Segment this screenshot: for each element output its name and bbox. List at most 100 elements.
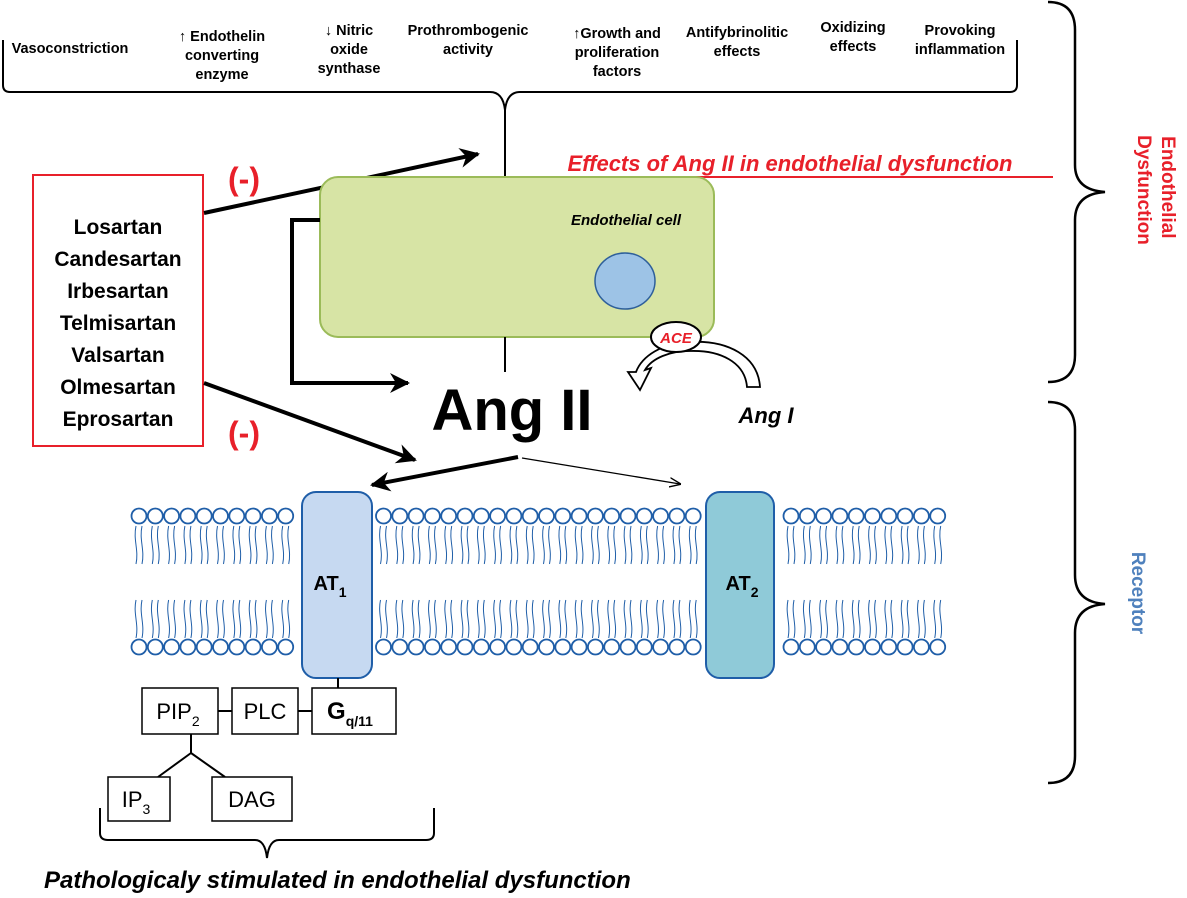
ace-enzyme (650, 321, 702, 353)
lipid-head (505, 507, 523, 525)
gq11-label: Gq/11 (327, 698, 373, 729)
lipid-tail (851, 599, 861, 639)
lipid-head (521, 638, 539, 656)
angii-to-at2-arrow (521, 457, 680, 484)
lipid-head (277, 638, 295, 656)
at2-receptor[interactable] (705, 491, 775, 679)
lipid-tail (525, 599, 535, 639)
lipid-tail (265, 599, 274, 639)
lipid-head (179, 507, 197, 525)
ace-label: ACE (659, 330, 693, 347)
lipid-head (798, 638, 816, 656)
lipid-tail (395, 525, 405, 565)
pip2-box[interactable] (141, 687, 219, 735)
lipid-head (782, 507, 800, 525)
plc-box[interactable] (231, 687, 299, 735)
lipid-head (668, 507, 686, 525)
at2-label: AT2 (726, 573, 759, 600)
bottom-bracket (99, 808, 435, 859)
effect-line: ↓ Nitric (325, 23, 373, 39)
lipid-head (587, 507, 604, 525)
pip2-label: PIP2 (156, 699, 199, 729)
lipid-tail (493, 525, 502, 565)
lipid-tail (688, 525, 698, 565)
lipid-tail (183, 525, 193, 565)
lipid-tail (591, 599, 600, 639)
lipid-tail (868, 525, 877, 565)
inhibit-symbol-top: (-) (228, 161, 260, 197)
endothelial-dysfunction-label: Endothelial Dysfunction (1133, 135, 1178, 245)
ip3-box[interactable] (107, 776, 171, 822)
effect-line: oxide (330, 42, 368, 58)
lipid-head (587, 638, 604, 656)
lipid-tail (900, 525, 910, 565)
effect-line: Provoking (925, 23, 996, 39)
lipid-head (489, 638, 507, 656)
ang-ii-label: Ang II (431, 378, 592, 443)
lipid-tail (542, 599, 551, 639)
lipid-tail (917, 525, 926, 565)
plc-label: PLC (244, 699, 287, 724)
lipid-head (652, 507, 669, 525)
lipid-tail (933, 599, 943, 639)
lipid-head (880, 507, 898, 525)
lipid-tail (444, 525, 454, 565)
lipid-tail (688, 599, 698, 639)
lipid-head (521, 507, 539, 525)
lipid-tail (281, 599, 291, 639)
lipid-head (864, 507, 881, 525)
endothelial-cell (319, 176, 715, 338)
effect-line: activity (443, 42, 493, 58)
lipid-head (684, 638, 702, 656)
lipid-tail (802, 525, 812, 565)
lipid-tail (802, 599, 812, 639)
lipid-tail (183, 599, 193, 639)
dag-box[interactable] (211, 776, 293, 822)
angii-to-at1-arrow (370, 455, 519, 492)
lipid-tail (232, 525, 242, 565)
lipid-tail (248, 599, 258, 639)
at1-label: AT1 (314, 573, 347, 600)
lipid-head (831, 638, 849, 656)
inhibit-symbol-bottom: (-) (228, 415, 260, 451)
lipid-head (913, 638, 930, 656)
drug-telmisartan: Telmisartan (60, 312, 176, 335)
lipid-tail (525, 525, 535, 565)
lipid-head (603, 638, 621, 656)
receptor-brace (1047, 400, 1106, 785)
lipid-head (456, 638, 474, 656)
effects-bracket (2, 40, 1018, 212)
lipid-tail (265, 525, 274, 565)
lipid-tail (150, 525, 160, 565)
lipid-tail (476, 525, 486, 565)
lipid-tail (835, 525, 845, 565)
lipid-tail (868, 599, 877, 639)
lipid-tail (167, 599, 176, 639)
lipid-head (864, 638, 881, 656)
lipid-head (619, 507, 637, 525)
lipid-tail (444, 599, 454, 639)
lipid-tail (933, 525, 943, 565)
lipid-head (440, 638, 458, 656)
lipid-tail (493, 599, 502, 639)
lipid-tail (460, 525, 470, 565)
lipid-head (538, 638, 555, 656)
lipid-head (603, 507, 621, 525)
ang-i-conversion-arrow (626, 340, 761, 392)
gq11-box[interactable] (311, 687, 397, 735)
drug-irbesartan: Irbesartan (67, 280, 169, 303)
lipid-head (228, 507, 246, 525)
lipid-head (554, 638, 572, 656)
lipid-head (212, 507, 229, 525)
lipid-tail (819, 599, 828, 639)
lipid-head (228, 638, 246, 656)
effect-line: effects (714, 44, 761, 60)
pip2-split-lines (157, 734, 226, 778)
drug-candesartan: Candesartan (54, 248, 181, 271)
lipid-tail (542, 525, 551, 565)
drug-olmesartan: Olmesartan (60, 376, 176, 399)
